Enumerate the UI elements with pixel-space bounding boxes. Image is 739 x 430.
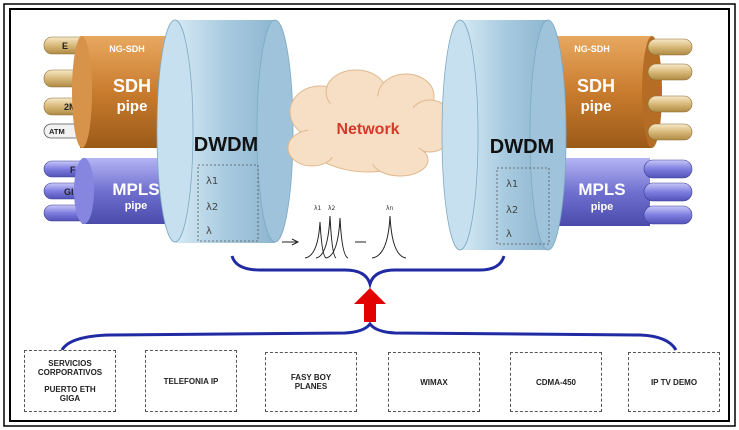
left-mpls-input-f: F [70, 165, 76, 175]
service-box-fasy-boy-planes: FASY BOY PLANES [265, 352, 357, 412]
right-mpls-label: MPLS [578, 180, 625, 199]
left-sdh-pipe-label: pipe [117, 98, 148, 115]
left-lambda-1: λ1 [206, 176, 218, 187]
spectrum-label-n: λn [386, 205, 394, 212]
left-sdh-label: SDH [113, 76, 151, 96]
service-line: CORPORATIVOS [37, 368, 103, 377]
left-dwdm-label: DWDM [194, 134, 258, 156]
left-sdh-input-2m: 2M [64, 102, 77, 112]
left-sdh-input-atm: ATM [49, 127, 65, 136]
right-dwdm-label: DWDM [490, 136, 554, 158]
left-sdh-input-e: E [62, 41, 68, 51]
service-box-cdma-450: CDMA-450 [510, 352, 602, 412]
service-line: GIGA [59, 394, 81, 403]
left-mpls-pipe-label: pipe [125, 200, 148, 212]
top-brace [230, 255, 506, 290]
service-box-telefonia-ip: TELEFONIA IP [145, 350, 237, 412]
left-lambda-3: λ [206, 226, 212, 237]
left-sdh-header: NG-SDH [109, 44, 145, 54]
network-label: Network [336, 121, 399, 138]
right-sdh-pipe-label: pipe [581, 98, 612, 115]
right-mpls-output-tubes [643, 159, 693, 225]
service-line: CDMA-450 [535, 377, 576, 387]
service-box-corporativos: SERVICIOS CORPORATIVOS PUERTO ETH GIGA [24, 350, 116, 412]
wavelength-spectrum [282, 215, 407, 259]
inner-frame [9, 8, 730, 422]
service-line: PLANES [294, 382, 328, 391]
service-line: FASY BOY [290, 373, 332, 382]
left-dwdm-cylinder [156, 19, 294, 243]
service-line: SERVICIOS [48, 359, 92, 368]
right-sdh-header: NG-SDH [574, 44, 610, 54]
right-sdh-output-tubes [647, 38, 693, 141]
bottom-brace [60, 321, 678, 351]
service-line: WIMAX [420, 377, 448, 387]
network-cloud [287, 69, 455, 177]
left-lambda-2: λ2 [206, 202, 218, 213]
spectrum-label-1: λ1 [314, 205, 322, 212]
outer-frame [3, 3, 736, 427]
left-mpls-label: MPLS [112, 180, 159, 199]
right-mpls-pipe-label: pipe [591, 201, 614, 213]
right-lambda-3: λ [506, 229, 512, 240]
right-dwdm-cylinder [441, 19, 567, 251]
service-line: IP TV DEMO [650, 377, 698, 387]
red-up-arrow [354, 288, 386, 322]
right-sdh-label: SDH [577, 76, 615, 96]
service-box-wimax: WIMAX [388, 352, 480, 412]
right-lambda-1: λ1 [506, 179, 518, 190]
service-line: PUERTO ETH [44, 385, 96, 394]
spectrum-label-2: λ2 [328, 205, 336, 212]
service-line: TELEFONIA IP [163, 376, 219, 386]
service-box-ip-tv-demo: IP TV DEMO [628, 352, 720, 412]
left-mpls-input-gi: GI [64, 187, 74, 197]
right-lambda-2: λ2 [506, 205, 518, 216]
